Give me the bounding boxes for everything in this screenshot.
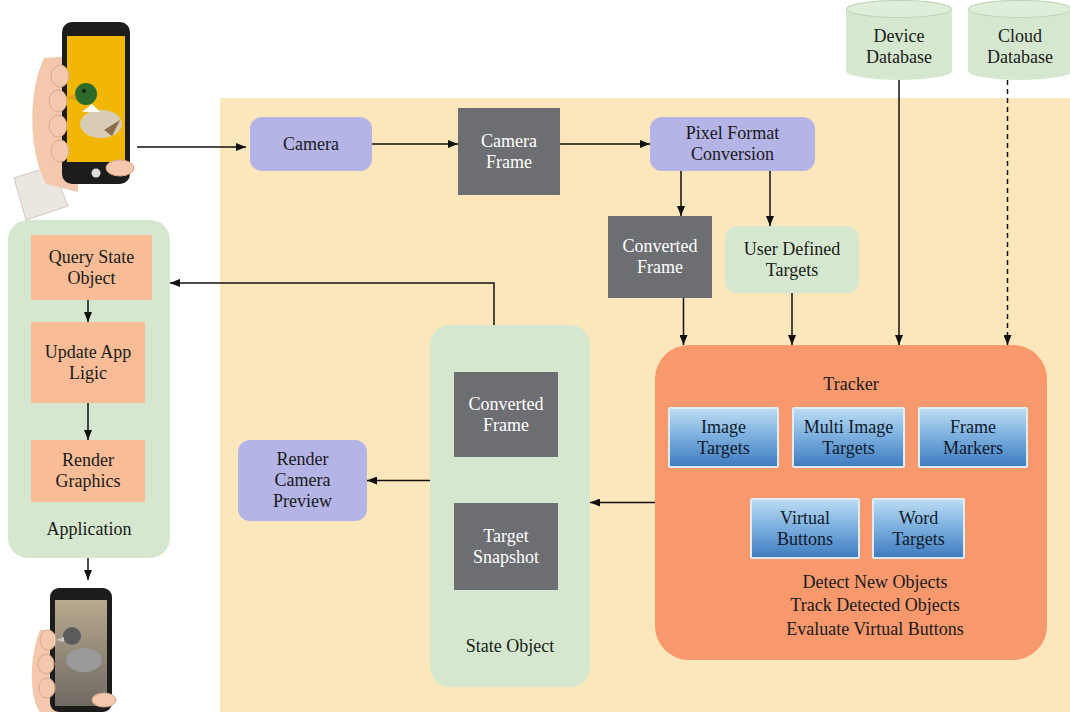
- connector-arrow: [683, 298, 685, 345]
- box-label: Converted Frame: [614, 236, 706, 277]
- tracker-panel: TrackerDetect New Objects Track Detected…: [655, 345, 1047, 660]
- box-label: User Defined Targets: [735, 239, 849, 280]
- box-label: Update App Ligic: [36, 342, 140, 383]
- box-label: Converted Frame: [460, 394, 552, 435]
- connector-arrow: [372, 143, 458, 145]
- connector-arrow: [170, 283, 494, 325]
- box-label: Target Snapshot: [460, 526, 552, 567]
- target-box: User Defined Targets: [725, 226, 859, 293]
- input-arrow: [137, 146, 246, 148]
- target-type-box: Image Targets: [668, 407, 779, 468]
- connector-arrow: [769, 171, 771, 226]
- process-box: Camera: [250, 117, 372, 171]
- connector-arrow: [898, 80, 900, 345]
- panel-title: Tracker: [771, 374, 931, 395]
- state-object-panel: State Object Converted FrameTarget Snapsh…: [430, 325, 590, 687]
- box-label: Virtual Buttons: [758, 508, 852, 549]
- connector-arrow: [367, 480, 430, 482]
- box-label: Render Graphics: [37, 450, 139, 491]
- output-arrow: [87, 558, 89, 580]
- connector-arrow: [1007, 80, 1009, 345]
- step-box: Render Graphics: [31, 440, 145, 502]
- connector-arrow: [791, 293, 793, 345]
- process-box: Pixel Format Conversion: [650, 117, 815, 171]
- box-label: Multi Image Targets: [800, 417, 897, 458]
- target-type-box: Virtual Buttons: [750, 498, 860, 559]
- data-box: Converted Frame: [454, 372, 558, 457]
- data-box: Target Snapshot: [454, 503, 558, 590]
- box-label: Camera Frame: [464, 131, 554, 172]
- box-label: Query State Object: [37, 247, 146, 288]
- box-label: Image Targets: [676, 417, 771, 458]
- panel-title: Application: [19, 519, 159, 540]
- data-box: Camera Frame: [458, 108, 560, 195]
- target-type-box: Frame Markers: [918, 407, 1028, 468]
- connector-arrow: [560, 143, 650, 145]
- box-label: Frame Markers: [926, 417, 1020, 458]
- phone-top: [14, 22, 134, 220]
- target-type-box: Word Targets: [872, 498, 965, 559]
- phone-bottom: [32, 588, 116, 712]
- box-label: Camera: [283, 134, 339, 155]
- database-cylinder: Cloud Database: [968, 0, 1070, 80]
- box-label: Pixel Format Conversion: [658, 123, 807, 164]
- box-label: Render Camera Preview: [248, 449, 357, 511]
- database-cylinder: Device Database: [846, 0, 952, 80]
- connector-arrow: [590, 502, 655, 504]
- step-box: Update App Ligic: [31, 322, 145, 403]
- data-box: Converted Frame: [608, 216, 712, 298]
- box-label: Cloud Database: [974, 26, 1066, 67]
- application-panel: Application Query State ObjectUpdate App …: [8, 220, 170, 558]
- box-label: Device Database: [852, 26, 946, 67]
- panel-body-text: Detect New Objects Track Detected Object…: [783, 571, 968, 641]
- process-box: Render Camera Preview: [238, 440, 367, 521]
- panel-title: State Object: [440, 636, 580, 657]
- step-box: Query State Object: [31, 235, 152, 300]
- connector-arrow: [680, 171, 682, 216]
- box-label: Word Targets: [880, 508, 957, 549]
- target-type-box: Multi Image Targets: [792, 407, 905, 468]
